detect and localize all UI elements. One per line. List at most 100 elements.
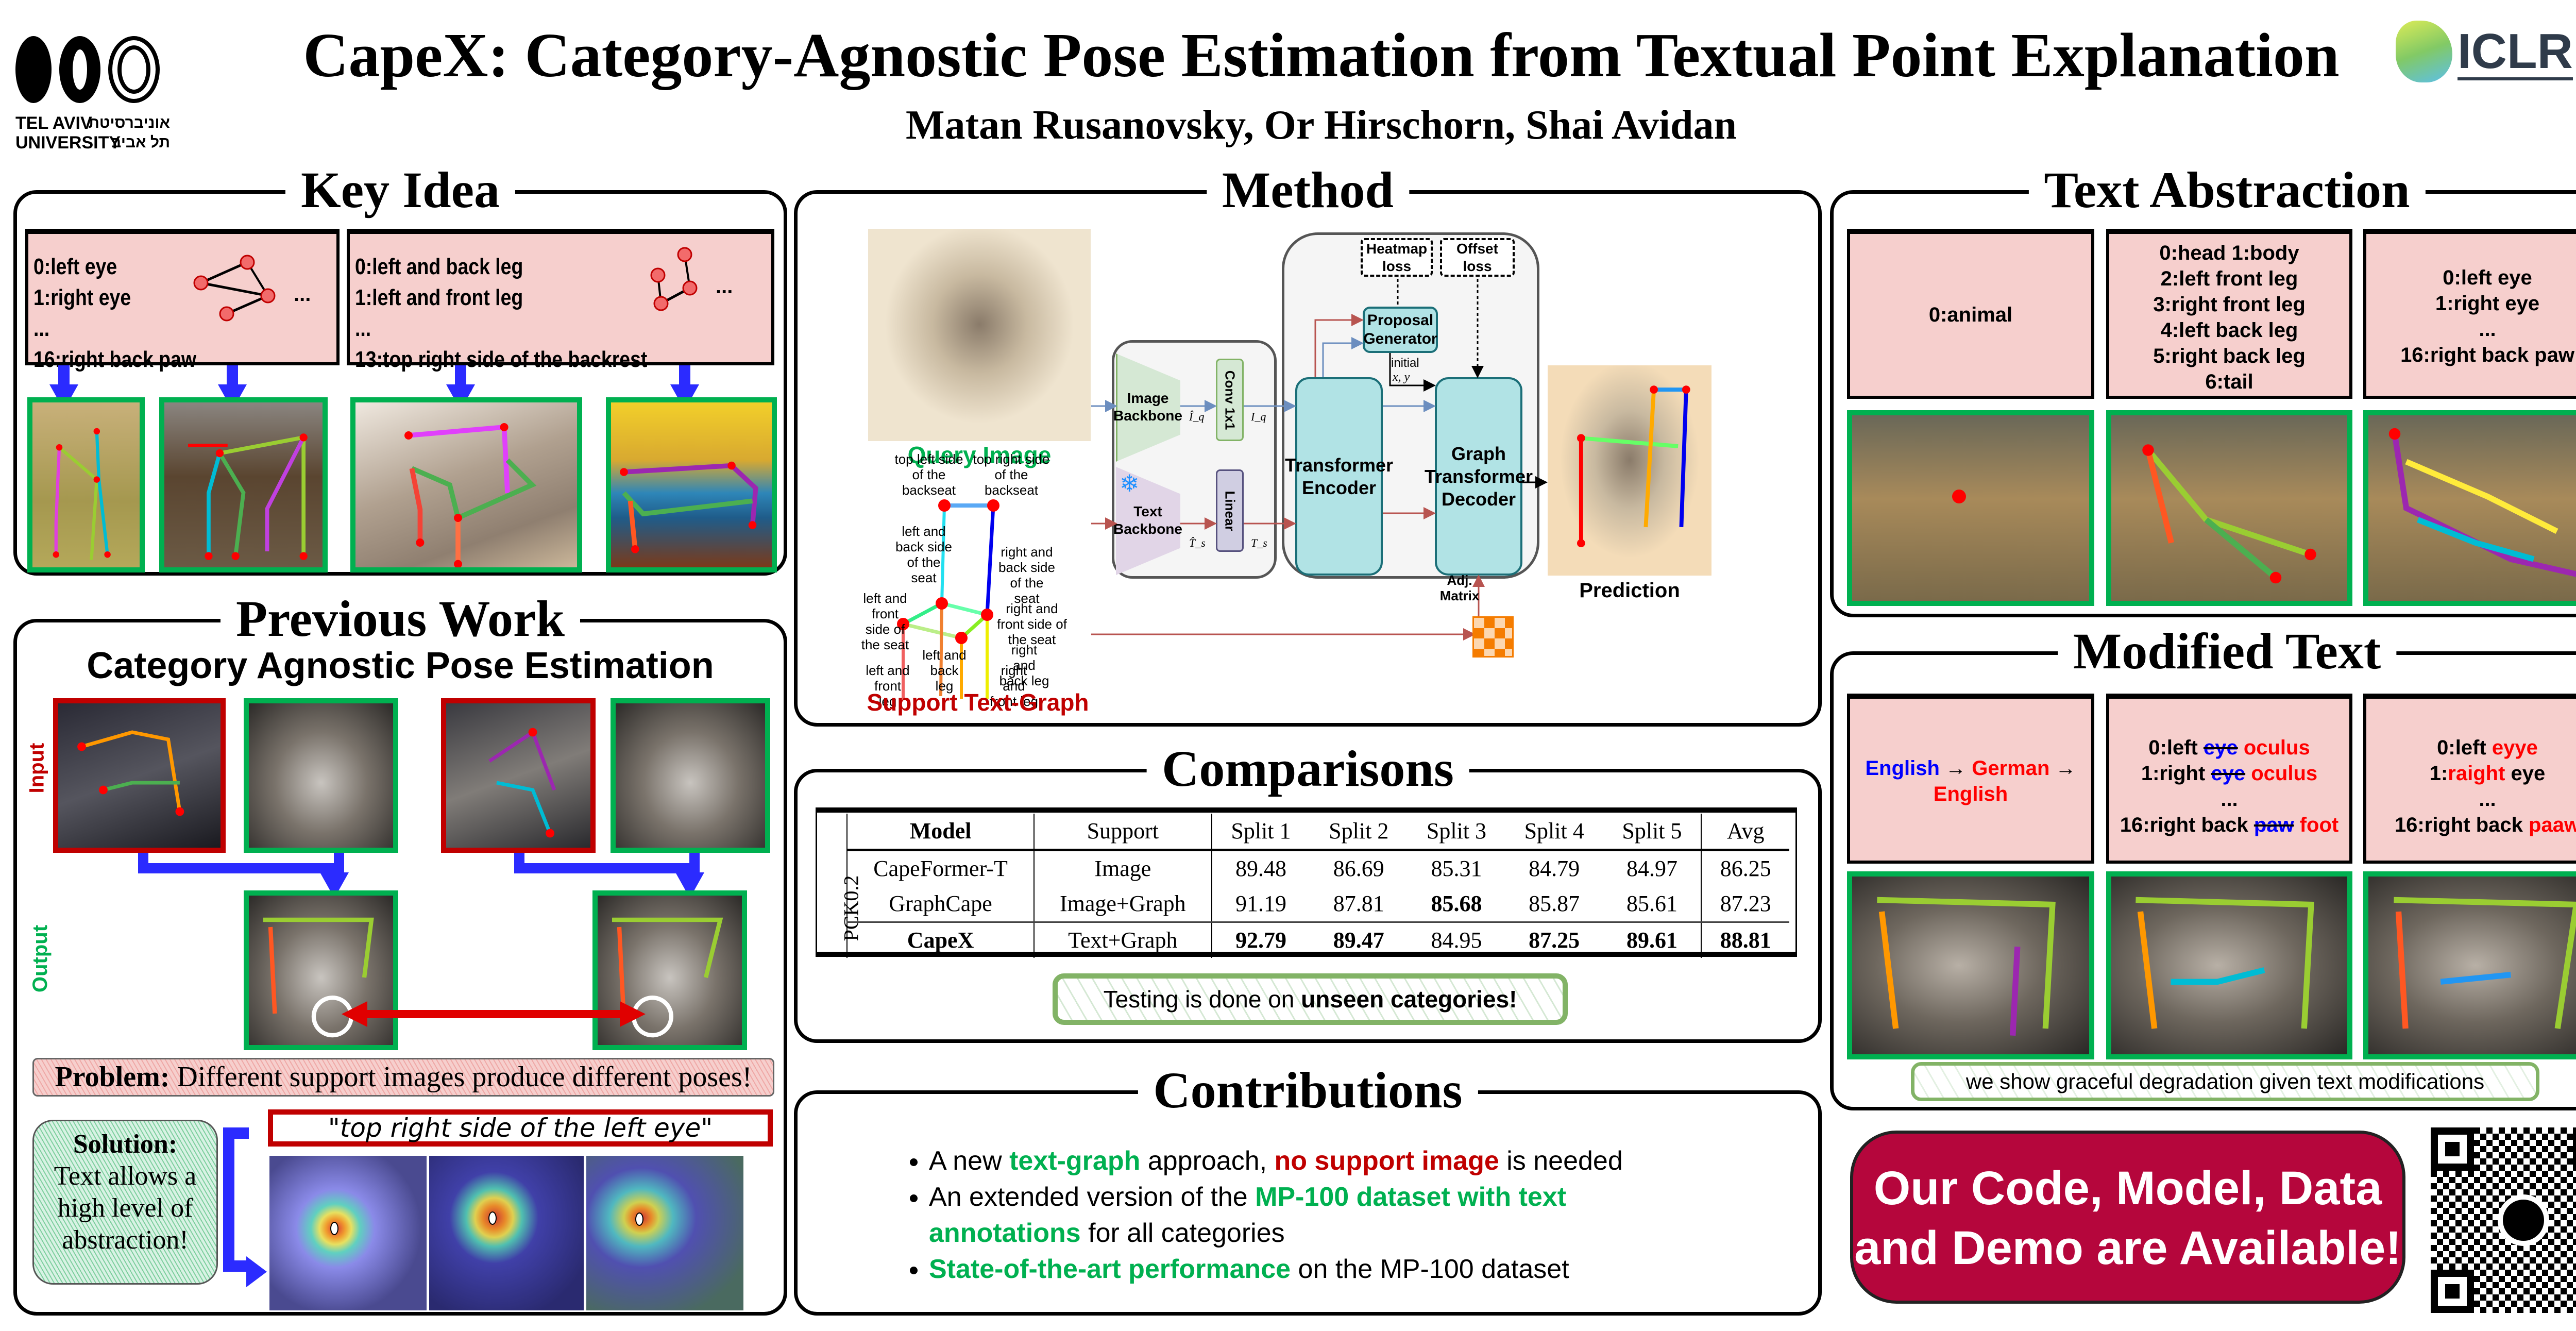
typo-word: raight [2448, 762, 2505, 785]
tau-logo-mark [59, 36, 100, 103]
contribution-item: State-of-the-art performance on the MP-1… [929, 1251, 1650, 1287]
wolf-pose-image [159, 397, 328, 572]
text: 0:left [2437, 736, 2492, 759]
antelope-pose-image [27, 397, 145, 572]
keypoint-line: 16:right back paw [33, 347, 196, 372]
tau-logo: TEL AVIV UNIVERSITY אוניברסיטת תל אביב [15, 36, 237, 155]
github-icon [2498, 1194, 2549, 1246]
banner-line: Our Code, Model, Data [1873, 1162, 2382, 1215]
previous-work-panel: Previous Work Category Agnostic Pose Est… [13, 591, 787, 1316]
text: eye [2505, 762, 2546, 785]
lion-pose-image-3 [2363, 410, 2576, 606]
prediction-chair-image [1548, 365, 1711, 576]
query-image-2 [611, 698, 770, 853]
table-cell: 84.79 [1529, 856, 1580, 881]
highlight: no support image [1274, 1146, 1499, 1176]
solution-box: Solution: Text allows a high level of ab… [32, 1120, 218, 1285]
contributions-panel: Contributions A new text-graph approach,… [794, 1062, 1822, 1316]
text: 1:right [2141, 762, 2211, 785]
keypoint-line: 1:raight eye [2366, 761, 2576, 786]
connector-arrow [138, 853, 344, 873]
transformer-encoder-block: Transformer Encoder [1285, 377, 1393, 576]
arrow-down [679, 365, 690, 386]
table-cell: 84.95 [1431, 928, 1482, 953]
testing-note-text: Testing is done on [1103, 986, 1301, 1013]
offset-loss-box: Offset loss [1440, 238, 1515, 277]
keypoint-line: 0:head 1:body [2159, 242, 2299, 264]
support-image-2 [441, 698, 596, 853]
table-cell: CapeFormer-T [846, 850, 1035, 886]
highlight: MP-100 dataset with text annotations [929, 1182, 1567, 1248]
table-cell: CapeX [846, 922, 1035, 958]
section-title: Previous Work [220, 591, 581, 647]
graph-label: left and back leg [922, 647, 967, 694]
svg-text:...: ... [716, 275, 733, 298]
heatmap-loss-box: Heatmap loss [1361, 238, 1433, 277]
output-image-2 [592, 890, 747, 1050]
iclr-logo: ICLR [2396, 21, 2576, 82]
table-cell: 89.61 [1603, 922, 1702, 958]
cat-pose-image-3 [2363, 871, 2576, 1059]
proposal-generator-block: Proposal Generator [1363, 307, 1438, 353]
comparisons-panel: Comparisons PCK0.2 Model Support Split 1… [794, 740, 1822, 1043]
table-cell: Image [1034, 850, 1212, 886]
synonym-box: 0:left eye oculus 1:right eye oculus ...… [2106, 694, 2352, 864]
query-image-1 [244, 698, 398, 853]
table-cell: 92.79 [1235, 928, 1286, 953]
language-german: German [1972, 757, 2050, 780]
table-cell: 88.81 [1720, 928, 1771, 953]
table-cell: 85.87 [1529, 891, 1580, 916]
support-graph-label: Support Text-Graph [867, 689, 1089, 716]
graph-decoder-block: Graph Transformer Decoder [1425, 377, 1533, 576]
heatmap-image-human [269, 1156, 427, 1310]
keypoint-line: 1:right eye [2435, 292, 2540, 315]
code-available-banner[interactable]: Our Code, Model, Data and Demo are Avail… [1850, 1131, 2405, 1304]
keypoint-line: 0:left eyye [2366, 735, 2576, 761]
keypoint-line: 0:left eye oculus [2109, 735, 2349, 761]
column-header: Avg [1726, 818, 1765, 844]
keypoint-line: 3:right front leg [2153, 293, 2306, 316]
problem-text: Different support images produce differe… [177, 1061, 752, 1093]
language-english-back: English [1933, 783, 2008, 805]
highlight: State-of-the-art performance [929, 1254, 1291, 1284]
table-cell: 84.97 [1603, 850, 1702, 886]
table-cell: 87.81 [1333, 891, 1384, 916]
contribution-item: A new text-graph approach, no support im… [929, 1143, 1650, 1179]
ts-hat-symbol: T̂_s [1189, 536, 1206, 549]
table-cell: 86.69 [1333, 856, 1384, 881]
text: 1: [2429, 762, 2448, 785]
keypoint-line: ... [33, 316, 50, 341]
keypoint-line: 13:top right side of the backrest [355, 347, 648, 372]
graph-label: right and back side of the seat [998, 544, 1055, 606]
typo-word: eyye [2492, 736, 2538, 759]
table-cell: 85.31 [1431, 856, 1482, 881]
table-cell: 89.47 [1333, 928, 1384, 953]
query-chair-image [868, 229, 1091, 441]
keypoint-line: 4:left back leg [2160, 319, 2298, 342]
arrow-right-icon: → [1945, 757, 1967, 780]
sofa-pose-image [350, 397, 582, 572]
heatmap-image-dog [586, 1156, 743, 1310]
column-header: Split 5 [1603, 814, 1702, 850]
replacement-word: foot [2294, 814, 2339, 836]
text-backbone-label: Text Backbone [1113, 503, 1182, 537]
qr-code[interactable] [2431, 1127, 2576, 1313]
snowflake-icon: ❄ [1120, 470, 1140, 497]
table-cell: 87.25 [1529, 928, 1580, 953]
arrow-right-icon: → [2055, 757, 2076, 780]
adj-matrix-icon [1472, 616, 1514, 658]
contributions-list: A new text-graph approach, no support im… [929, 1143, 1650, 1287]
keypoint-line: 0:left eye [33, 254, 117, 279]
table-cell: Image+Graph [1034, 886, 1212, 922]
input-label: Input [25, 743, 48, 794]
keypoint-line: ... [2479, 318, 2496, 341]
section-title: Text Abstraction [2028, 162, 2426, 218]
keypoint-line: 1:left and front leg [355, 285, 523, 310]
keypoint-line: 16:right back paw [2400, 344, 2574, 366]
testing-note-emphasis: unseen categories! [1301, 986, 1517, 1013]
table-cell: 91.19 [1235, 891, 1286, 916]
